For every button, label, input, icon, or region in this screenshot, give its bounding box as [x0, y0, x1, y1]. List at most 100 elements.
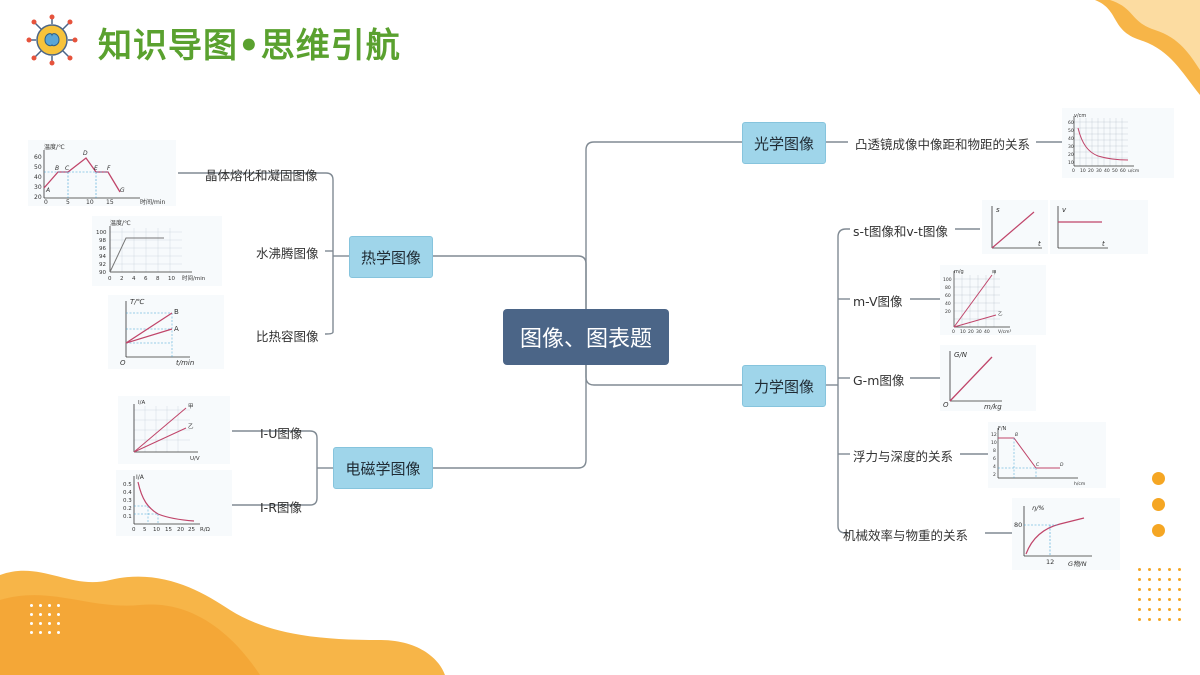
svg-text:D: D — [1060, 462, 1064, 468]
svg-text:60: 60 — [1068, 120, 1074, 126]
svg-text:90: 90 — [99, 270, 106, 276]
leaf-ir-graph[interactable]: I-R图像 — [260, 500, 302, 515]
svg-text:100: 100 — [943, 277, 952, 283]
svg-text:92: 92 — [99, 262, 106, 268]
decor-dot — [1148, 618, 1151, 621]
decor-dot — [1138, 578, 1141, 581]
svg-text:30: 30 — [34, 184, 42, 191]
svg-text:G: G — [120, 187, 125, 194]
decor-dot — [39, 622, 42, 625]
svg-text:F: F — [107, 165, 111, 172]
svg-text:94: 94 — [99, 254, 106, 260]
svg-text:20: 20 — [968, 329, 974, 335]
svg-text:乙: 乙 — [188, 423, 194, 430]
thumb-lens-graph: v/cm 60 50 40 30 20 10 0 10 20 30 40 50 — [1062, 108, 1174, 178]
decor-dot — [1158, 578, 1161, 581]
svg-text:T/℃: T/℃ — [130, 298, 145, 306]
leaf-gm-graph[interactable]: G-m图像 — [853, 373, 905, 388]
svg-text:R/Ω: R/Ω — [200, 527, 210, 533]
leaf-melting-graph[interactable]: 晶体熔化和凝固图像 — [205, 168, 318, 183]
svg-text:B: B — [55, 165, 59, 172]
thumb-gm-graph: G/N O m/kg — [940, 345, 1036, 411]
svg-text:15: 15 — [165, 527, 172, 533]
svg-text:25: 25 — [188, 527, 195, 533]
svg-text:12: 12 — [991, 432, 997, 438]
svg-text:80: 80 — [1014, 521, 1022, 529]
decor-dot — [48, 631, 51, 634]
svg-text:D: D — [83, 150, 88, 157]
leaf-efficiency-graph[interactable]: 机械效率与物重的关系 — [843, 528, 969, 543]
decor-dot — [1168, 618, 1171, 621]
svg-text:98: 98 — [99, 238, 106, 244]
svg-text:0: 0 — [952, 329, 955, 335]
thumb-iu-graph: I/A 甲 乙 U/V — [118, 396, 230, 464]
leaf-boiling-graph[interactable]: 水沸腾图像 — [256, 246, 319, 261]
leaf-mv-graph[interactable]: m-V图像 — [853, 294, 903, 309]
decor-dot — [1178, 598, 1181, 601]
thumb-mv-graph: m/g 甲 乙 100 80 60 40 20 0 10 20 30 40 V/… — [940, 265, 1046, 335]
leaf-heat-capacity-graph[interactable]: 比热容图像 — [256, 329, 319, 344]
branch-optics[interactable]: 光学图像 — [742, 122, 826, 164]
svg-text:F/N: F/N — [998, 426, 1007, 432]
decor-dot — [30, 631, 33, 634]
svg-text:0.4: 0.4 — [123, 490, 132, 496]
leaf-lens-graph[interactable]: 凸透镜成像中像距和物距的关系 — [855, 137, 1031, 152]
decor-circle — [1152, 472, 1165, 485]
brain-icon — [26, 14, 78, 66]
leaf-iu-graph[interactable]: I-U图像 — [260, 426, 303, 441]
decor-dot — [1148, 588, 1151, 591]
svg-text:t: t — [1038, 240, 1041, 248]
svg-text:0: 0 — [1072, 168, 1075, 174]
svg-text:G/N: G/N — [954, 351, 968, 359]
decor-dot — [1178, 608, 1181, 611]
svg-text:A: A — [45, 187, 50, 194]
svg-text:甲: 甲 — [188, 403, 194, 410]
svg-text:12: 12 — [1046, 558, 1054, 566]
decor-dot — [1168, 588, 1171, 591]
svg-text:u/cm: u/cm — [1128, 168, 1139, 174]
svg-text:E: E — [94, 165, 98, 172]
decor-dot — [1138, 608, 1141, 611]
thumb-vt-graph: v t — [1050, 200, 1148, 254]
svg-text:0: 0 — [108, 276, 112, 282]
decor-dot — [1158, 588, 1161, 591]
connector-lines — [178, 141, 1062, 534]
decor-dot — [1178, 588, 1181, 591]
svg-text:O: O — [120, 359, 126, 367]
decor-dot — [1148, 578, 1151, 581]
svg-text:时间/min: 时间/min — [182, 274, 206, 282]
branch-mechanics[interactable]: 力学图像 — [742, 365, 826, 407]
thumb-ir-graph: I/A 0.5 0.4 0.3 0.2 0.1 0 5 10 15 20 25 … — [116, 470, 232, 536]
decor-dot — [1178, 568, 1181, 571]
svg-text:50: 50 — [34, 164, 42, 171]
svg-text:0.5: 0.5 — [123, 482, 132, 488]
branch-electromagnetism[interactable]: 电磁学图像 — [333, 447, 433, 489]
svg-text:20: 20 — [1088, 168, 1094, 174]
leaf-buoyancy-graph[interactable]: 浮力与深度的关系 — [853, 449, 954, 464]
svg-text:C: C — [1036, 462, 1040, 468]
svg-text:时间/min: 时间/min — [140, 198, 166, 206]
svg-text:10: 10 — [168, 276, 175, 282]
thumb-heat-capacity-graph: T/℃ B A O t/min — [108, 295, 224, 369]
branch-heat[interactable]: 热学图像 — [349, 236, 433, 278]
decor-dot — [57, 604, 60, 607]
decor-dot — [30, 622, 33, 625]
svg-text:h/cm: h/cm — [1074, 481, 1085, 487]
svg-text:甲: 甲 — [992, 270, 997, 276]
decor-dot — [1168, 578, 1171, 581]
svg-text:4: 4 — [132, 276, 136, 282]
decor-dot — [1138, 568, 1141, 571]
leaf-st-vt-graph[interactable]: s-t图像和v-t图像 — [853, 224, 948, 239]
decor-dot — [1158, 608, 1161, 611]
svg-text:10: 10 — [991, 440, 997, 446]
svg-text:10: 10 — [1068, 160, 1074, 166]
decor-dot — [1178, 618, 1181, 621]
svg-text:40: 40 — [1104, 168, 1110, 174]
decor-dot — [39, 631, 42, 634]
center-topic[interactable]: 图像、图表题 — [503, 309, 669, 365]
decor-dot — [1158, 568, 1161, 571]
thumb-melting-graph: 温度/℃ 60 50 40 30 20 0 5 10 15 时间/min A B… — [28, 140, 176, 206]
decor-dot-grid-left — [30, 604, 70, 644]
decor-dot — [1138, 618, 1141, 621]
svg-text:I/A: I/A — [136, 474, 145, 481]
